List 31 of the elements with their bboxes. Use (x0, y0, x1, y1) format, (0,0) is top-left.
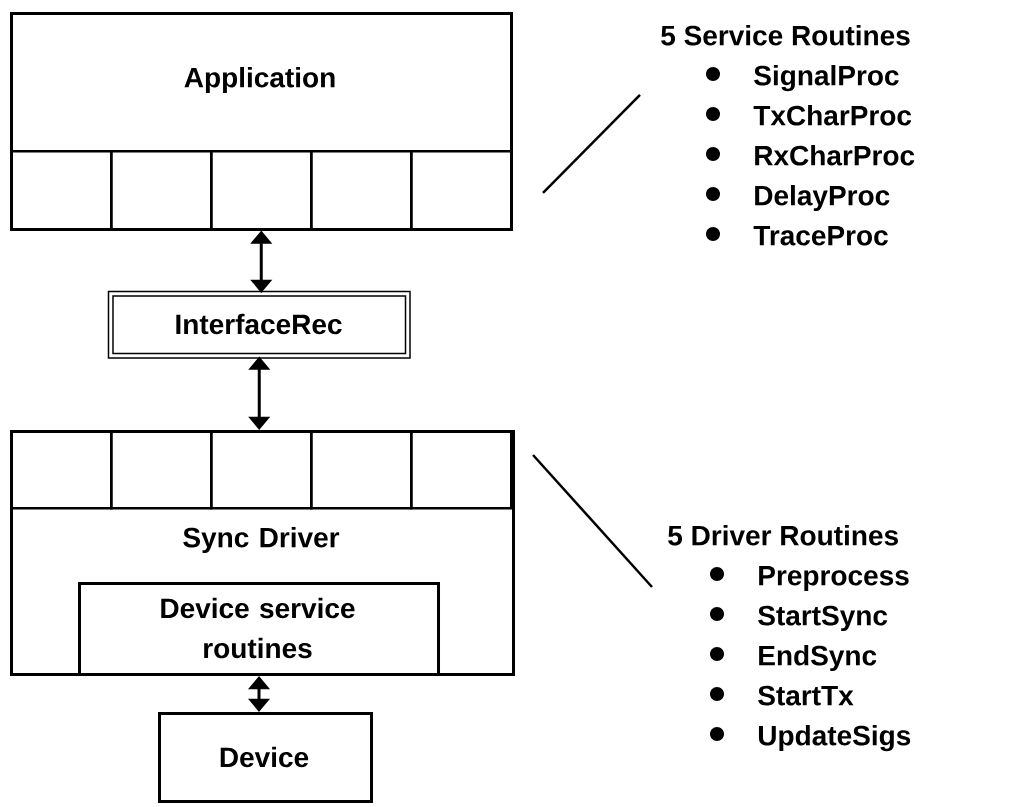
node-label: RxCharProc (755, 144, 915, 166)
node-label: StartSync (758, 605, 888, 632)
routine-box: Device service routines (78, 582, 440, 676)
slot-box (210, 150, 313, 231)
routine-list: 5 Service Routines SignalProc TxCharProc RxCharProc DelayProc TraceProc (661, 25, 915, 246)
leader-line (542, 94, 641, 194)
node-label: StartTx (758, 685, 854, 706)
node-label: UpdateSigs (758, 724, 911, 752)
application-box: Application (10, 12, 513, 231)
slot-box (410, 150, 513, 231)
slot-box (310, 150, 413, 231)
node-label: 5 Driver Routines (668, 524, 898, 546)
node-label: 5 Service Routines (661, 24, 910, 46)
slot-box (10, 150, 113, 231)
node-label: SignalProc (754, 64, 899, 92)
slot-box (410, 430, 513, 510)
arrow (247, 676, 271, 712)
slot-box (210, 430, 313, 510)
node-label: EndSync (759, 644, 877, 672)
node-label: TxCharProc (753, 104, 912, 126)
slot-box (110, 430, 213, 510)
leader-line (532, 454, 653, 588)
node-label: TraceProc (753, 226, 888, 246)
slot-box (110, 150, 213, 231)
slot-box (10, 430, 113, 510)
device-box: Device (158, 712, 373, 803)
node-label: Preprocess (759, 566, 909, 592)
slot-box (310, 430, 413, 510)
record-box: InterfaceRec (107, 290, 411, 359)
node-label: DelayProc (755, 184, 890, 212)
routine-list: 5 Driver Routines Preprocess StartSync EndSync StartTx UpdateSigs (668, 525, 911, 752)
